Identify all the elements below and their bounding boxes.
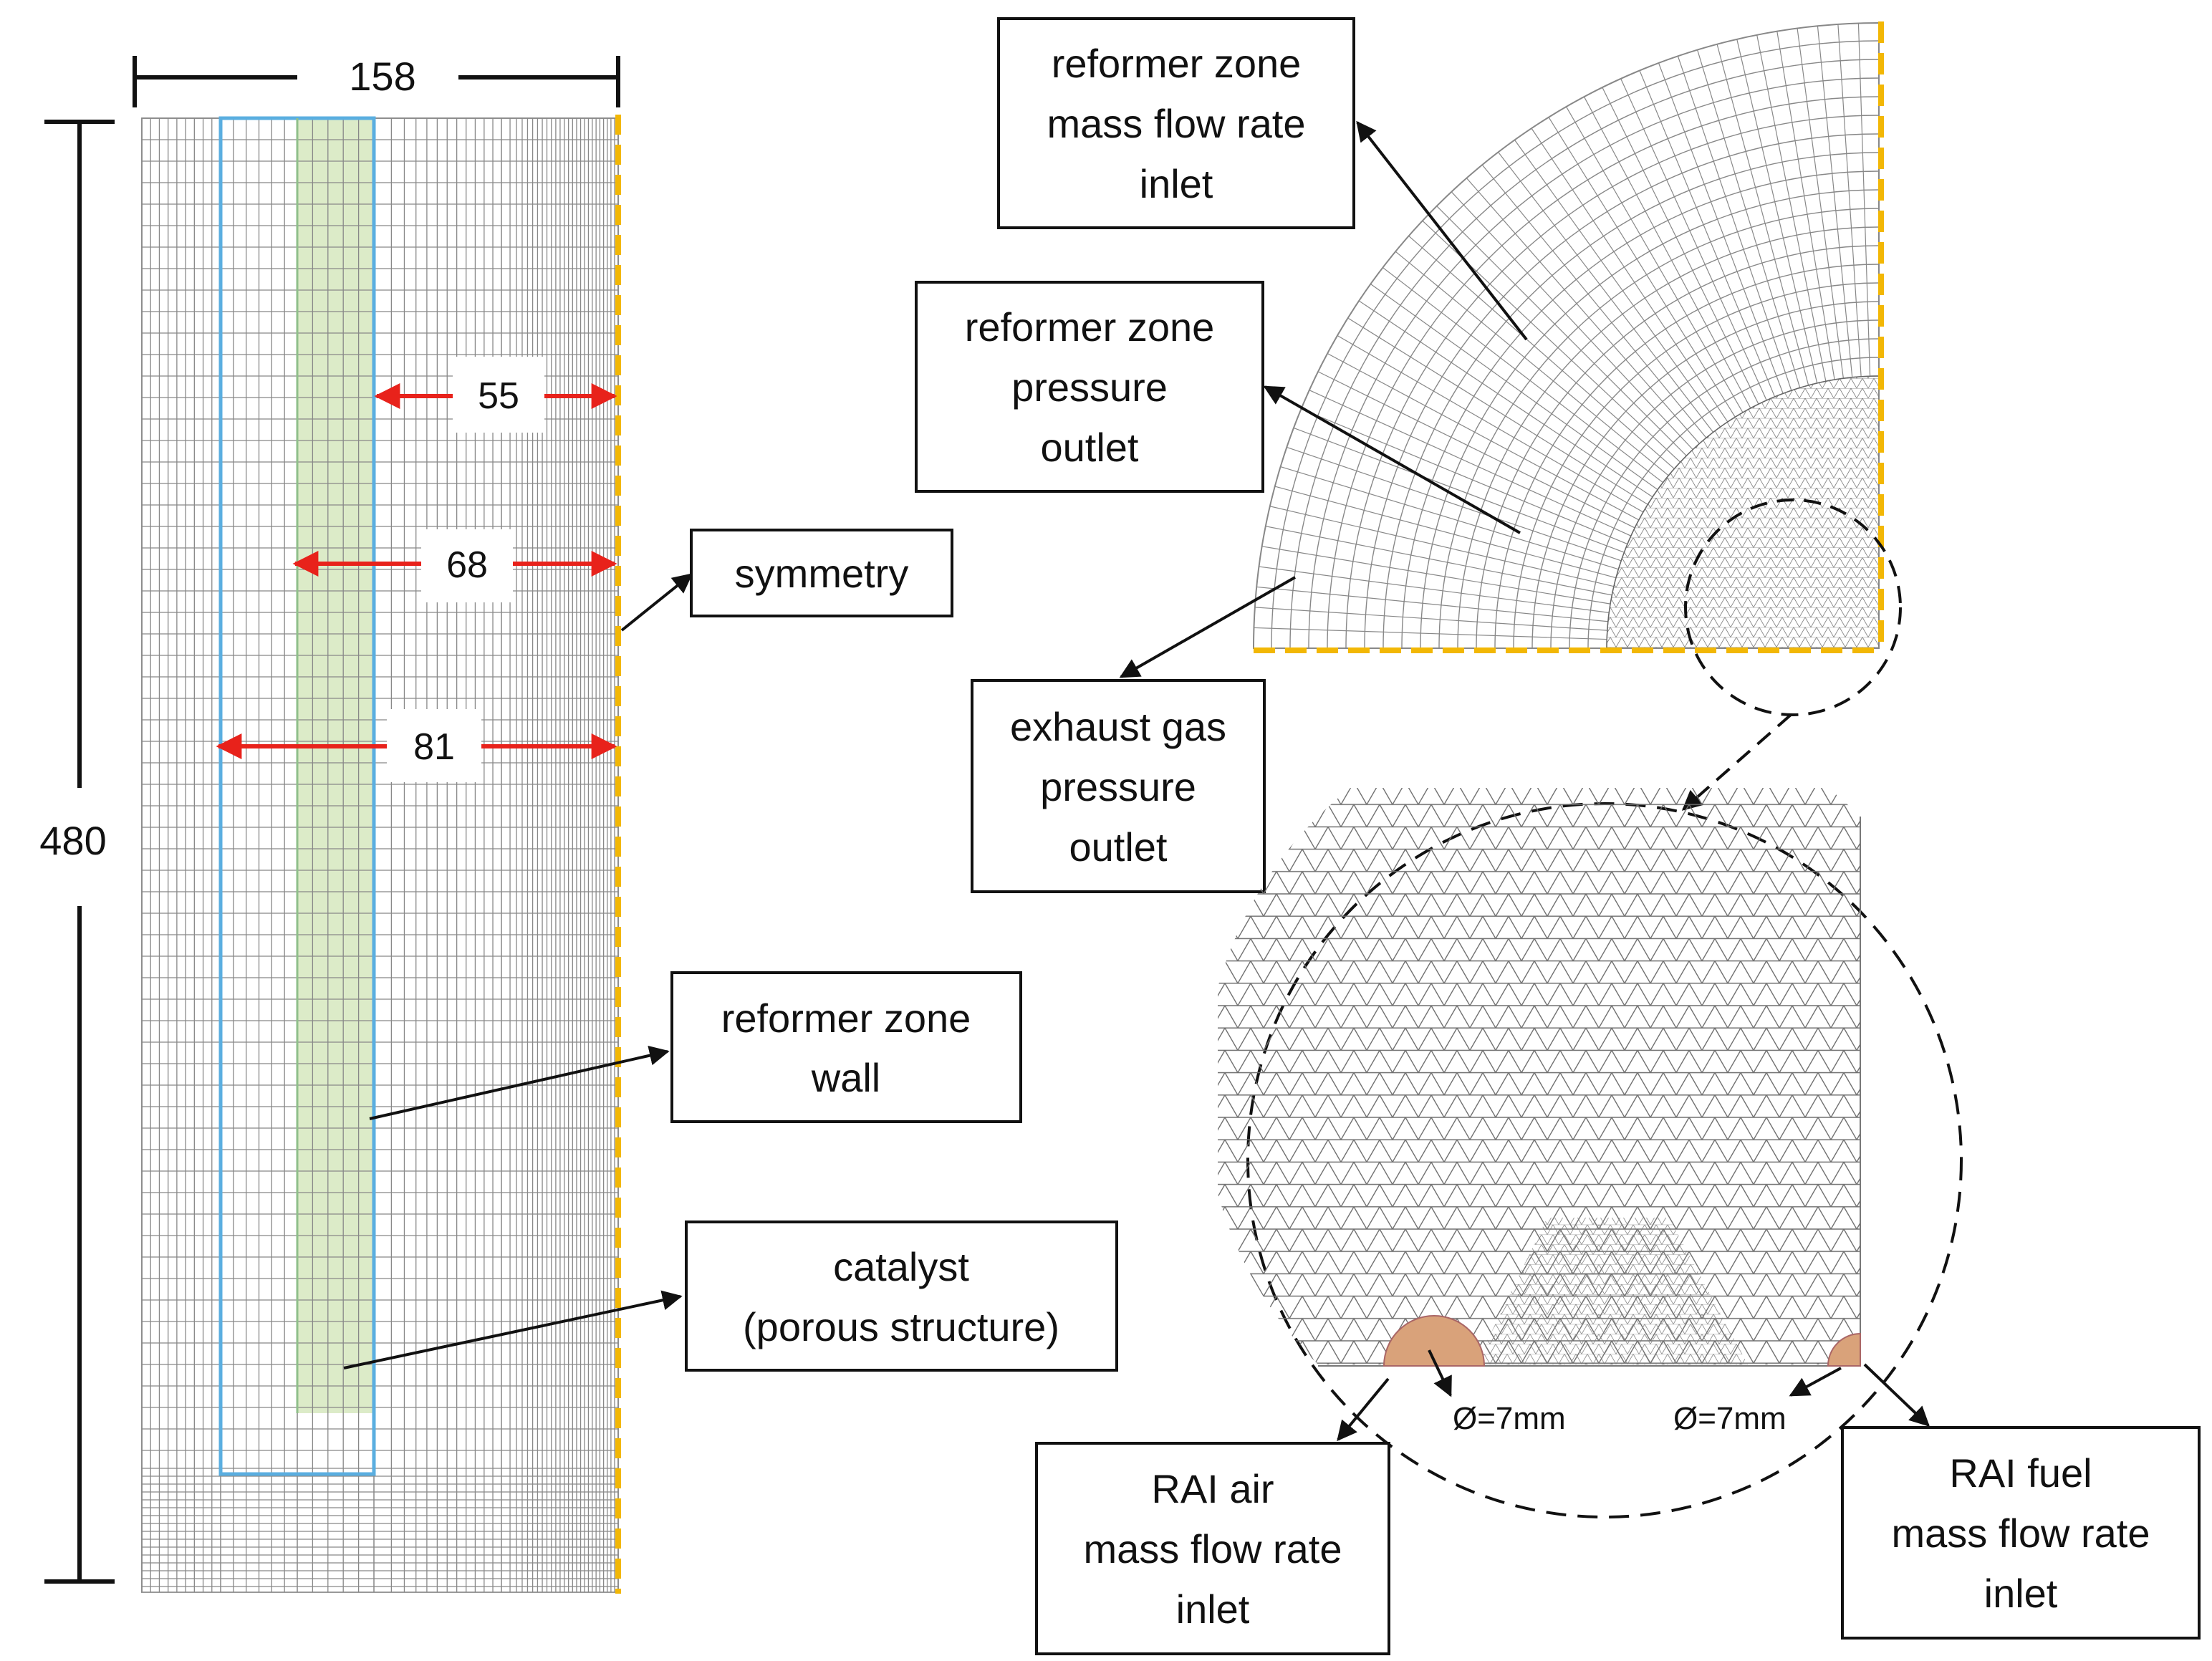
svg-text:68: 68 [446, 544, 488, 586]
dimension-55: 55 [374, 357, 617, 433]
rai-air-inlet [1382, 1315, 1486, 1367]
height-label: 480 [39, 818, 106, 863]
svg-text:mass flow rate: mass flow rate [1047, 101, 1306, 146]
dense-core [1606, 375, 1879, 648]
svg-text:inlet: inlet [1140, 161, 1213, 206]
cross-section-mesh [1252, 21, 1902, 811]
svg-text:pressure: pressure [1011, 365, 1168, 410]
svg-text:(porous structure): (porous structure) [743, 1304, 1059, 1349]
callout-rai-fuel: RAI fuel mass flow rate inlet [1841, 1363, 2201, 1640]
zoom-circle-small [1684, 499, 1902, 716]
symmetry-label: symmetry [735, 551, 909, 596]
svg-text:wall: wall [811, 1055, 880, 1100]
svg-text:reformer zone: reformer zone [721, 996, 971, 1041]
symmetry-box [690, 529, 953, 617]
svg-text:reformer zone: reformer zone [1052, 41, 1302, 86]
mesh-rays [1254, 23, 1879, 648]
callout-reformer-wall: reformer zone wall [369, 971, 1022, 1123]
svg-text:RAI air: RAI air [1151, 1466, 1274, 1511]
svg-text:reformer zone: reformer zone [965, 304, 1215, 350]
callout-symmetry: symmetry [620, 529, 953, 632]
svg-text:pressure: pressure [1040, 764, 1196, 809]
svg-text:inlet: inlet [1176, 1587, 1250, 1632]
catalyst-box [685, 1221, 1118, 1372]
callout-reformer-outlet: reformer zone pressure outlet [915, 281, 1521, 534]
dimension-height: 480 [39, 120, 115, 1584]
reformer-inlet-box [997, 17, 1355, 229]
dimension-81: 81 [216, 709, 617, 782]
dimension-width: 158 [133, 54, 620, 107]
callout-rai-air: RAI air mass flow rate inlet [1035, 1377, 1390, 1655]
diameter-right: Ø=7mm [1673, 1401, 1787, 1436]
dimension-68: 68 [292, 529, 617, 602]
svg-text:inlet: inlet [1984, 1571, 2058, 1616]
svg-text:outlet: outlet [1069, 824, 1168, 870]
zoom-detail: Ø=7mm Ø=7mm [1218, 788, 1963, 1518]
rai-fuel-inlet [1827, 1332, 1861, 1367]
catalyst-region [297, 118, 374, 1413]
svg-text:mass flow rate: mass flow rate [1084, 1526, 1342, 1571]
exhaust-box [971, 679, 1266, 893]
axial-mesh [141, 115, 621, 1594]
svg-text:outlet: outlet [1041, 425, 1139, 470]
rai-fuel-box [1841, 1426, 2201, 1640]
refined-mesh-region [1476, 1218, 1748, 1364]
diameter-left: Ø=7mm [1453, 1401, 1566, 1436]
callout-reformer-inlet: reformer zone mass flow rate inlet [997, 17, 1528, 341]
width-label: 158 [349, 54, 415, 99]
callout-exhaust: exhaust gas pressure outlet [971, 576, 1296, 893]
rai-air-box [1035, 1442, 1390, 1655]
reformer-outlet-box [915, 281, 1264, 493]
svg-text:RAI fuel: RAI fuel [1949, 1450, 2092, 1496]
callout-catalyst: catalyst (porous structure) [343, 1221, 1118, 1372]
svg-text:exhaust gas: exhaust gas [1010, 704, 1226, 749]
svg-text:mass flow rate: mass flow rate [1892, 1511, 2150, 1556]
svg-text:55: 55 [478, 375, 519, 417]
svg-text:81: 81 [413, 726, 455, 768]
svg-text:catalyst: catalyst [833, 1244, 969, 1289]
reformer-wall-box [670, 971, 1022, 1123]
